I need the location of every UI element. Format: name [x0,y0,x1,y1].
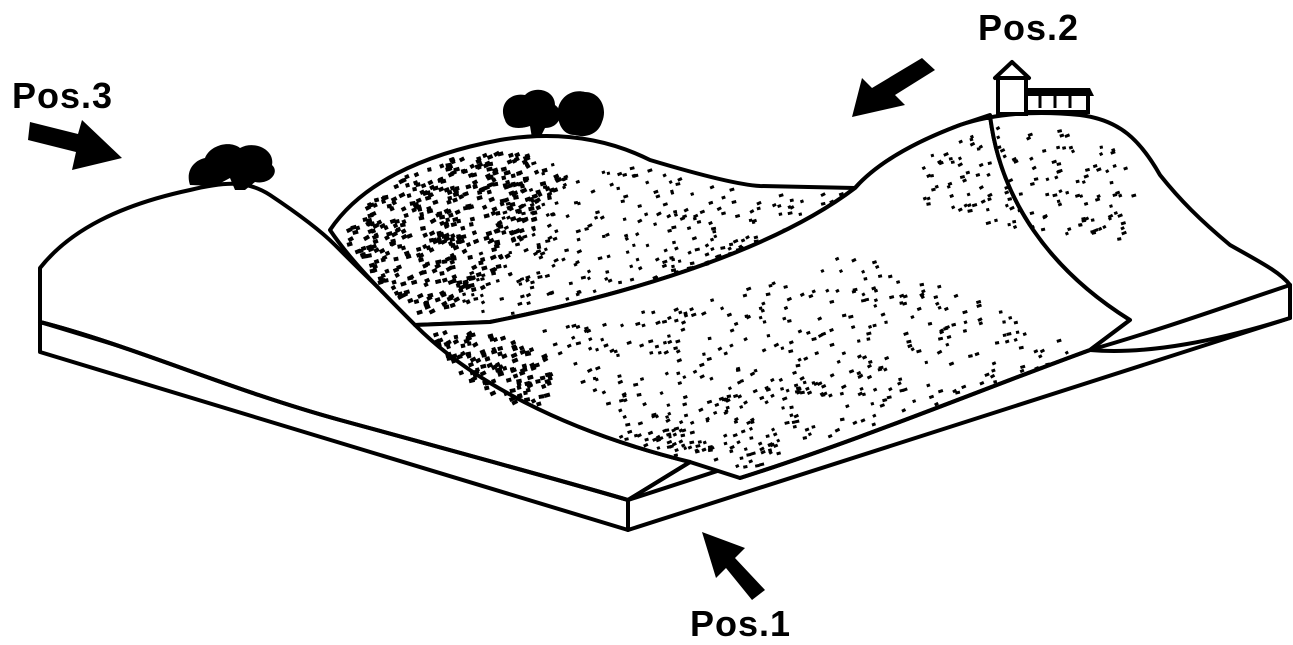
stipple-dot [454,335,459,340]
stipple-dot [1007,223,1011,227]
stipple-dot [469,222,474,227]
position-2-label: Pos.2 [978,10,1079,46]
stipple-dot [977,147,981,151]
stipple-dot [866,337,870,341]
arrow-pos2 [852,58,935,117]
tree-middle-hill-1 [503,90,560,138]
stipple-dot [740,456,744,460]
stipple-dot [467,341,472,346]
tree-middle-hill-2 [558,91,604,136]
stipple-dot [884,321,888,325]
stipple-dot [792,421,796,425]
stipple-dot [1100,145,1104,149]
stipple-dot [1016,331,1020,335]
stipple-dot [419,212,424,217]
stipple-dot [602,235,606,239]
stipple-dot [702,352,706,356]
stipple-dot [1002,320,1006,324]
stipple-dot [503,183,508,188]
house-on-hill [995,62,1094,114]
stipple-dot [471,293,475,297]
stipple-dot [511,311,515,315]
stipple-dot [547,193,551,197]
stipple-dot [456,234,461,239]
stipple-dot [412,187,417,192]
arrow-pos1 [702,532,765,600]
stipple-dot [424,300,429,305]
stipple-dot [1110,181,1114,185]
position-3-label: Pos.3 [12,78,113,114]
stipple-dot [708,337,712,341]
stipple-dot [452,279,457,284]
stipple-dot [427,167,432,172]
position-1-label: Pos.1 [690,606,791,642]
stipple-dot [745,314,749,318]
stipple-dot [523,390,528,395]
stipple-dot [509,251,513,255]
arrow-pos3 [28,120,122,170]
